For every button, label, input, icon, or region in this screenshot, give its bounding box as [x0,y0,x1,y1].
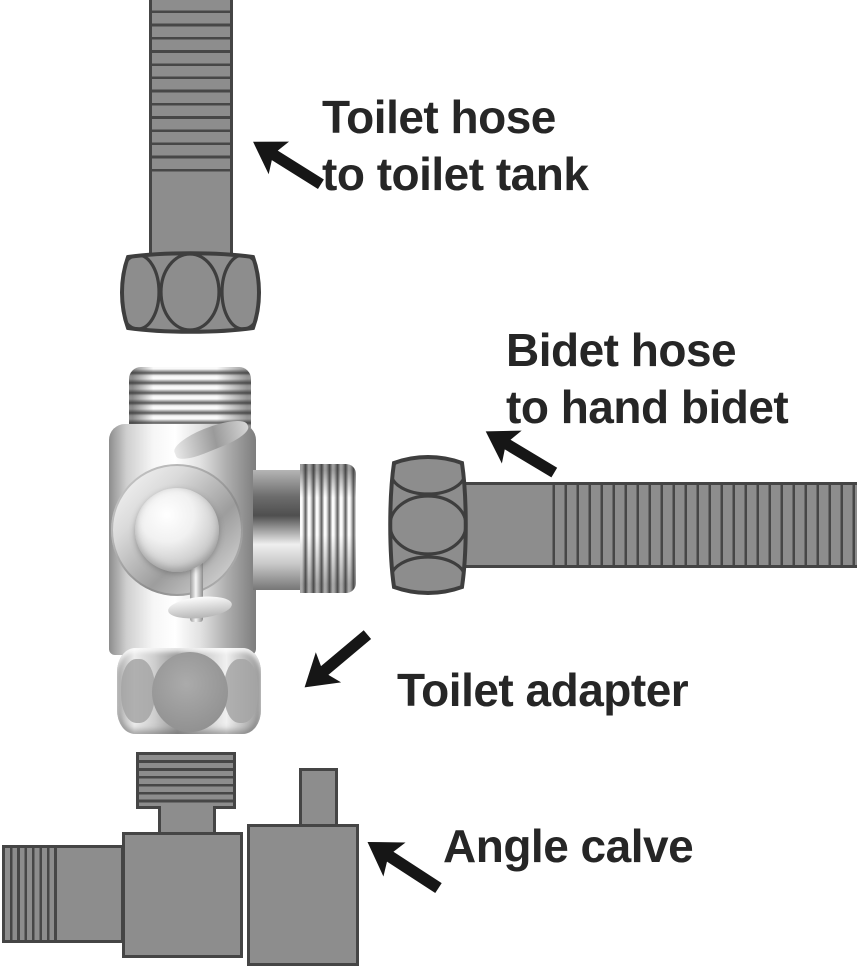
angle-valve-handle [136,752,236,809]
angle-valve-inlet-threads [5,848,58,940]
label-toilet-hose: Toilet hose to toilet tank [322,89,589,203]
arrow-toilet-adapter-icon [304,630,372,688]
angle-valve-outlet-block [247,824,359,966]
label-bidet-hose: Bidet hose to hand bidet [506,322,789,436]
adapter-right-hub [253,470,303,590]
label-toilet-hose-line2: to toilet tank [322,148,589,200]
label-toilet-hose-line1: Toilet hose [322,91,556,143]
arrow-angle-valve-icon [367,841,442,894]
angle-valve-handle-ribs [139,755,233,806]
adapter-knob [135,488,219,572]
label-bidet-hose-line1: Bidet hose [506,324,737,376]
arrow-toilet-hose-icon [253,141,324,189]
adapter-hex-nut-facet-left [121,659,155,723]
angle-valve-inlet-pipe [2,845,124,943]
adapter-right-threads [300,464,356,593]
label-bidet-hose-line2: to hand bidet [506,381,789,433]
label-angle-valve: Angle calve [443,818,694,875]
adapter-hex-nut-facet-right [224,659,258,723]
angle-valve-outlet-stub [299,768,338,830]
bidet-hose [466,482,857,568]
label-toilet-adapter: Toilet adapter [397,662,689,719]
bidet-hose-ribs [543,485,857,565]
angle-valve-body [122,832,243,958]
label-toilet-adapter-text: Toilet adapter [397,664,689,716]
bidet-hose-nut [388,455,468,595]
toilet-hose-nut [120,251,261,334]
arrow-bidet-hose-icon [485,430,558,478]
adapter-top-threads [129,367,251,428]
adapter-hex-nut-facet-center [152,652,228,732]
toilet-hose-ribs [152,0,230,179]
toilet-hose [149,0,233,255]
angle-valve-stem [158,806,216,836]
label-angle-valve-text: Angle calve [443,820,694,872]
